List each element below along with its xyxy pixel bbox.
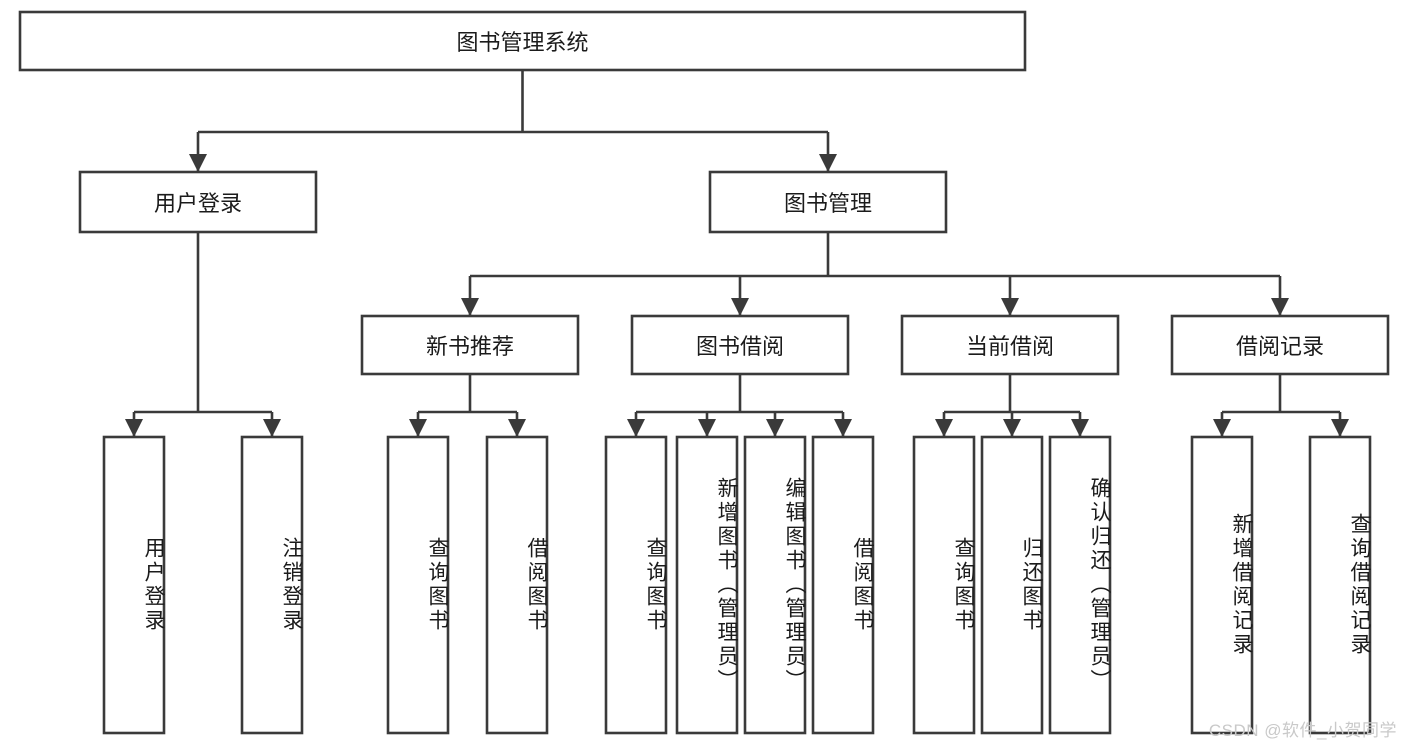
arrow-head-icon bbox=[263, 419, 281, 437]
node-box-add-borrow-record[interactable] bbox=[1190, 435, 1254, 735]
node-box-user-logout[interactable] bbox=[240, 435, 304, 735]
arrow-head-icon bbox=[731, 298, 749, 316]
watermark-text: CSDN @软件_小贺同学 bbox=[1208, 721, 1397, 740]
node-box-query-book-2[interactable] bbox=[604, 435, 668, 735]
node-box-new-book-recommend[interactable] bbox=[360, 314, 580, 376]
node-box-edit-book-admin[interactable] bbox=[743, 435, 807, 735]
node-box-borrow-book-1[interactable] bbox=[485, 435, 549, 735]
arrow-head-icon bbox=[125, 419, 143, 437]
node-box-book-borrow[interactable] bbox=[630, 314, 850, 376]
node-box-user-login[interactable] bbox=[78, 170, 318, 234]
arrow-head-icon bbox=[409, 419, 427, 437]
arrow-head-icon bbox=[461, 298, 479, 316]
arrow-head-icon bbox=[834, 419, 852, 437]
arrow-head-icon bbox=[1331, 419, 1349, 437]
arrow-head-icon bbox=[1071, 419, 1089, 437]
arrow-head-icon bbox=[627, 419, 645, 437]
node-box-add-book-admin[interactable] bbox=[675, 435, 739, 735]
arrow-head-icon bbox=[698, 419, 716, 437]
node-box-borrow-book-2[interactable] bbox=[811, 435, 875, 735]
arrow-head-icon bbox=[819, 154, 837, 172]
arrow-head-icon bbox=[1271, 298, 1289, 316]
node-box-query-book-1[interactable] bbox=[386, 435, 450, 735]
node-box-return-book[interactable] bbox=[980, 435, 1044, 735]
node-box-confirm-return-admin[interactable] bbox=[1048, 435, 1112, 735]
node-box-query-borrow-record[interactable] bbox=[1308, 435, 1372, 735]
node-box-book-manage[interactable] bbox=[708, 170, 948, 234]
arrow-head-icon bbox=[935, 419, 953, 437]
node-box-current-borrow[interactable] bbox=[900, 314, 1120, 376]
node-box-root[interactable] bbox=[18, 10, 1027, 72]
arrow-head-icon bbox=[1001, 298, 1019, 316]
arrow-head-icon bbox=[189, 154, 207, 172]
arrow-head-icon bbox=[766, 419, 784, 437]
node-box-query-book-3[interactable] bbox=[912, 435, 976, 735]
arrow-head-icon bbox=[1213, 419, 1231, 437]
node-box-borrow-record[interactable] bbox=[1170, 314, 1390, 376]
arrow-head-icon bbox=[508, 419, 526, 437]
node-box-user-login-do[interactable] bbox=[102, 435, 166, 735]
arrow-head-icon bbox=[1003, 419, 1021, 437]
